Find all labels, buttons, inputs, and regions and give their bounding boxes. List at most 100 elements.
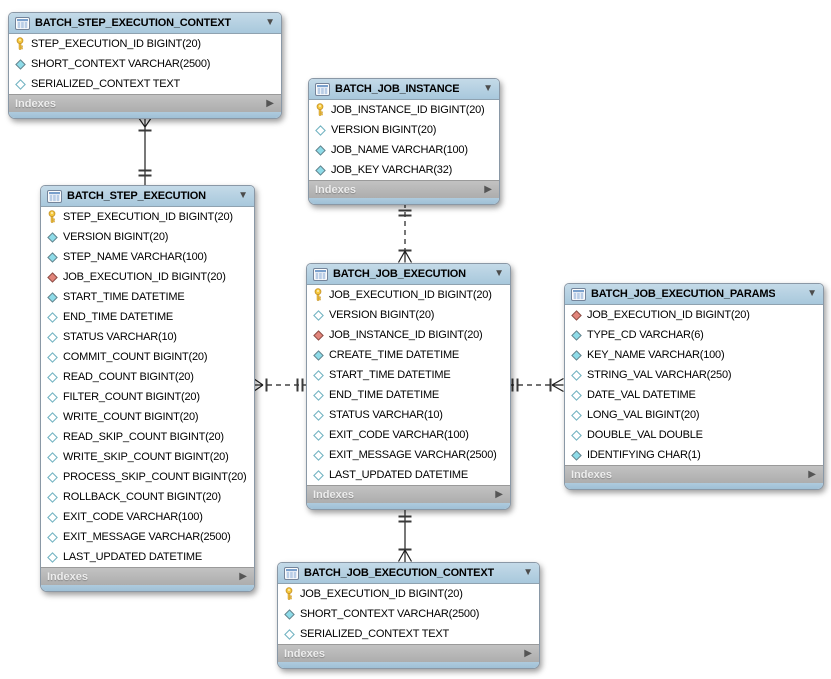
column-row[interactable]: JOB_KEY VARCHAR(32): [309, 160, 499, 180]
column-row[interactable]: READ_SKIP_COUNT BIGINT(20): [41, 427, 254, 447]
column-row[interactable]: STEP_NAME VARCHAR(100): [41, 247, 254, 267]
column-row[interactable]: STEP_EXECUTION_ID BIGINT(20): [41, 207, 254, 227]
column-row[interactable]: COMMIT_COUNT BIGINT(20): [41, 347, 254, 367]
notnull-diamond-icon: [46, 231, 58, 243]
nullable-diamond-icon: [312, 409, 324, 421]
nullable-diamond-icon: [312, 389, 324, 401]
column-row[interactable]: START_TIME DATETIME: [41, 287, 254, 307]
column-label: KEY_NAME VARCHAR(100): [587, 349, 725, 361]
column-label: DOUBLE_VAL DOUBLE: [587, 429, 703, 441]
indexes-bar[interactable]: Indexes ▶: [309, 180, 499, 198]
column-row[interactable]: LAST_UPDATED DATETIME: [41, 547, 254, 567]
indexes-bar[interactable]: Indexes ▶: [9, 94, 281, 112]
column-row[interactable]: DATE_VAL DATETIME: [565, 385, 823, 405]
column-row[interactable]: JOB_EXECUTION_ID BIGINT(20): [307, 285, 510, 305]
table-header[interactable]: BATCH_JOB_INSTANCE ▼: [309, 79, 499, 100]
collapse-arrow-icon[interactable]: ▼: [238, 190, 248, 201]
column-row[interactable]: FILTER_COUNT BIGINT(20): [41, 387, 254, 407]
column-label: TYPE_CD VARCHAR(6): [587, 329, 704, 341]
expand-arrow-icon[interactable]: ▶: [524, 647, 532, 659]
column-row[interactable]: EXIT_CODE VARCHAR(100): [41, 507, 254, 527]
column-row[interactable]: KEY_NAME VARCHAR(100): [565, 345, 823, 365]
collapse-arrow-icon[interactable]: ▼: [483, 83, 493, 94]
column-row[interactable]: VERSION BIGINT(20): [309, 120, 499, 140]
relationship-stepexec-jobexec[interactable]: [253, 378, 307, 392]
nullable-diamond-icon: [283, 628, 295, 640]
table-header[interactable]: BATCH_STEP_EXECUTION ▼: [41, 186, 254, 207]
indexes-bar[interactable]: Indexes ▶: [41, 567, 254, 585]
column-row[interactable]: PROCESS_SKIP_COUNT BIGINT(20): [41, 467, 254, 487]
indexes-label: Indexes: [15, 97, 56, 110]
foreign-key-diamond-icon: [46, 271, 58, 283]
column-label: ROLLBACK_COUNT BIGINT(20): [63, 491, 222, 503]
column-row[interactable]: EXIT_CODE VARCHAR(100): [307, 425, 510, 445]
column-row[interactable]: END_TIME DATETIME: [307, 385, 510, 405]
column-row[interactable]: JOB_EXECUTION_ID BIGINT(20): [278, 584, 539, 604]
column-row[interactable]: JOB_EXECUTION_ID BIGINT(20): [41, 267, 254, 287]
column-list: JOB_EXECUTION_ID BIGINT(20) TYPE_CD VARCH…: [565, 305, 823, 465]
table-icon: [284, 566, 299, 580]
table-batch-step-execution-context[interactable]: BATCH_STEP_EXECUTION_CONTEXT ▼ STEP_EXEC…: [8, 12, 282, 119]
nullable-diamond-icon: [46, 551, 58, 563]
column-row[interactable]: STATUS VARCHAR(10): [41, 327, 254, 347]
column-row[interactable]: EXIT_MESSAGE VARCHAR(2500): [41, 527, 254, 547]
column-row[interactable]: LAST_UPDATED DATETIME: [307, 465, 510, 485]
column-row[interactable]: IDENTIFYING CHAR(1): [565, 445, 823, 465]
column-row[interactable]: VERSION BIGINT(20): [41, 227, 254, 247]
column-row[interactable]: ROLLBACK_COUNT BIGINT(20): [41, 487, 254, 507]
collapse-arrow-icon[interactable]: ▼: [494, 268, 504, 279]
column-row[interactable]: STRING_VAL VARCHAR(250): [565, 365, 823, 385]
nullable-diamond-icon: [46, 371, 58, 383]
table-batch-step-execution[interactable]: BATCH_STEP_EXECUTION ▼ STEP_EXECUTION_ID…: [40, 185, 255, 592]
column-list: STEP_EXECUTION_ID BIGINT(20)SHORT_CONTEX…: [9, 34, 281, 94]
column-row[interactable]: END_TIME DATETIME: [41, 307, 254, 327]
indexes-label: Indexes: [313, 488, 354, 501]
column-row[interactable]: SHORT_CONTEXT VARCHAR(2500): [278, 604, 539, 624]
column-row[interactable]: SERIALIZED_CONTEXT TEXT: [278, 624, 539, 644]
expand-arrow-icon[interactable]: ▶: [495, 488, 503, 500]
relationship-jobinstance-jobexec[interactable]: [397, 203, 413, 263]
column-row[interactable]: STEP_EXECUTION_ID BIGINT(20): [9, 34, 281, 54]
expand-arrow-icon[interactable]: ▶: [484, 183, 492, 195]
indexes-bar[interactable]: Indexes ▶: [565, 465, 823, 483]
column-row[interactable]: WRITE_SKIP_COUNT BIGINT(20): [41, 447, 254, 467]
table-header[interactable]: BATCH_STEP_EXECUTION_CONTEXT ▼: [9, 13, 281, 34]
column-row[interactable]: JOB_EXECUTION_ID BIGINT(20): [565, 305, 823, 325]
column-row[interactable]: STATUS VARCHAR(10): [307, 405, 510, 425]
table-batch-job-execution-context[interactable]: BATCH_JOB_EXECUTION_CONTEXT ▼ JOB_EXECUT…: [277, 562, 540, 669]
table-batch-job-execution[interactable]: BATCH_JOB_EXECUTION ▼ JOB_EXECUTION_ID B…: [306, 263, 511, 510]
column-row[interactable]: SHORT_CONTEXT VARCHAR(2500): [9, 54, 281, 74]
table-batch-job-instance[interactable]: BATCH_JOB_INSTANCE ▼ JOB_INSTANCE_ID BIG…: [308, 78, 500, 205]
column-row[interactable]: JOB_INSTANCE_ID BIGINT(20): [309, 100, 499, 120]
column-row[interactable]: SERIALIZED_CONTEXT TEXT: [9, 74, 281, 94]
expand-arrow-icon[interactable]: ▶: [808, 468, 816, 480]
column-row[interactable]: CREATE_TIME DATETIME: [307, 345, 510, 365]
collapse-arrow-icon[interactable]: ▼: [523, 567, 533, 578]
column-row[interactable]: WRITE_COUNT BIGINT(20): [41, 407, 254, 427]
column-row[interactable]: READ_COUNT BIGINT(20): [41, 367, 254, 387]
relationship-jobexec-params[interactable]: [509, 377, 564, 393]
column-row[interactable]: EXIT_MESSAGE VARCHAR(2500): [307, 445, 510, 465]
column-label: JOB_EXECUTION_ID BIGINT(20): [587, 309, 750, 321]
table-header[interactable]: BATCH_JOB_EXECUTION_PARAMS ▼: [565, 284, 823, 305]
relationship-jobexec-jobctx[interactable]: [397, 508, 413, 562]
expand-arrow-icon[interactable]: ▶: [266, 97, 274, 109]
column-label: PROCESS_SKIP_COUNT BIGINT(20): [63, 471, 247, 483]
table-header[interactable]: BATCH_JOB_EXECUTION ▼: [307, 264, 510, 285]
indexes-bar[interactable]: Indexes ▶: [307, 485, 510, 503]
expand-arrow-icon[interactable]: ▶: [239, 570, 247, 582]
table-batch-job-execution-params[interactable]: BATCH_JOB_EXECUTION_PARAMS ▼ JOB_EXECUTI…: [564, 283, 824, 490]
collapse-arrow-icon[interactable]: ▼: [807, 288, 817, 299]
table-footer: [565, 483, 823, 489]
relationship-stepctx-stepexec[interactable]: [138, 117, 152, 185]
column-row[interactable]: TYPE_CD VARCHAR(6): [565, 325, 823, 345]
collapse-arrow-icon[interactable]: ▼: [265, 17, 275, 28]
table-header[interactable]: BATCH_JOB_EXECUTION_CONTEXT ▼: [278, 563, 539, 584]
column-row[interactable]: JOB_NAME VARCHAR(100): [309, 140, 499, 160]
indexes-bar[interactable]: Indexes ▶: [278, 644, 539, 662]
column-row[interactable]: LONG_VAL BIGINT(20): [565, 405, 823, 425]
column-row[interactable]: START_TIME DATETIME: [307, 365, 510, 385]
column-row[interactable]: JOB_INSTANCE_ID BIGINT(20): [307, 325, 510, 345]
column-row[interactable]: DOUBLE_VAL DOUBLE: [565, 425, 823, 445]
column-row[interactable]: VERSION BIGINT(20): [307, 305, 510, 325]
